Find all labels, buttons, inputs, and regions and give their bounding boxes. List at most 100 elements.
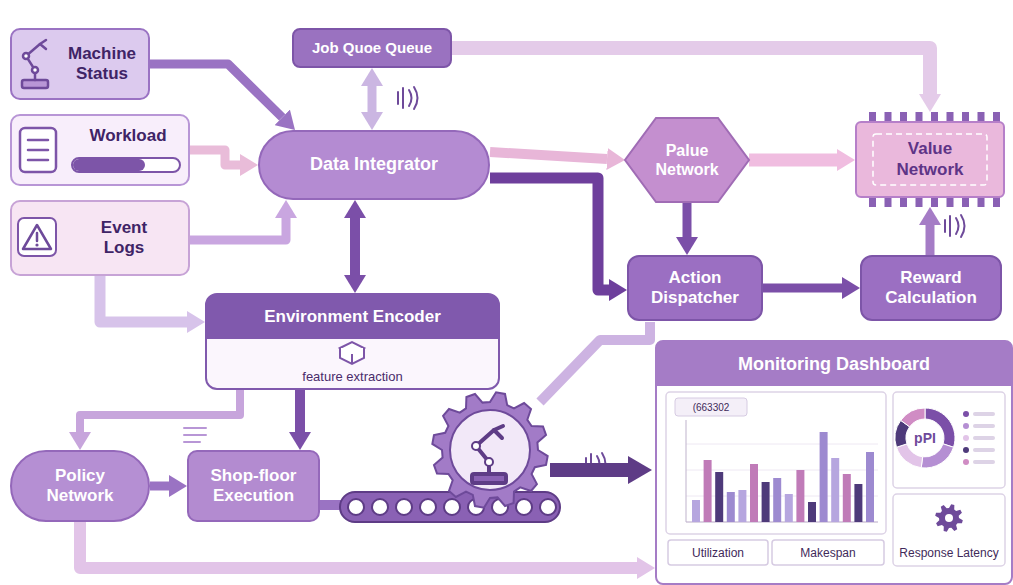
path-shape bbox=[40, 40, 46, 49]
process-box: Reward Calculation bbox=[860, 255, 1002, 321]
flow-arrow bbox=[190, 150, 240, 165]
rect-shape bbox=[72, 158, 180, 172]
node-title: Shop-floor Execution bbox=[198, 466, 310, 507]
process-box: Shop-floor Execution bbox=[187, 450, 320, 522]
document-icon bbox=[184, 428, 206, 442]
flow-arrow bbox=[490, 178, 609, 290]
flow-arrow bbox=[295, 390, 305, 432]
path-shape bbox=[494, 426, 503, 438]
node-title: Event Logs bbox=[84, 218, 164, 259]
key-dot bbox=[963, 447, 969, 453]
hexagon-node: Palue Network bbox=[625, 118, 749, 202]
flow-arrow bbox=[350, 218, 360, 275]
chart-bar bbox=[843, 474, 851, 522]
chip-node: Value Network bbox=[855, 112, 1005, 207]
flow-arrow bbox=[452, 48, 930, 94]
chart-bar bbox=[727, 492, 735, 522]
chart-bar bbox=[738, 490, 746, 522]
node-title: Job Quoe Queue bbox=[312, 39, 432, 57]
roller bbox=[372, 499, 388, 515]
tab-label: Response Latency bbox=[893, 540, 1005, 565]
path-shape bbox=[36, 233, 39, 241]
key-dot bbox=[963, 423, 969, 429]
node-title: Machine Status bbox=[62, 44, 142, 85]
node-title: Value Network bbox=[880, 139, 980, 180]
node-title: Policy Network bbox=[30, 466, 130, 507]
path-shape bbox=[686, 420, 878, 522]
path-shape bbox=[28, 140, 48, 160]
path-shape bbox=[686, 444, 878, 522]
circle-shape bbox=[450, 410, 530, 490]
chart-bar bbox=[762, 482, 770, 522]
path-shape bbox=[550, 463, 630, 477]
donut-segment bbox=[901, 408, 925, 427]
chart-bar bbox=[773, 478, 781, 522]
chart-bar bbox=[820, 432, 828, 522]
chart-panel bbox=[666, 392, 886, 534]
flow-arrow bbox=[190, 218, 286, 240]
key-dot bbox=[963, 435, 969, 441]
roller bbox=[420, 499, 436, 515]
dispatch-band bbox=[540, 322, 650, 402]
g-shape bbox=[472, 426, 506, 483]
rect-shape bbox=[73, 159, 145, 171]
output-arrow bbox=[550, 456, 652, 484]
g-shape bbox=[692, 432, 874, 522]
chart-bar bbox=[715, 472, 723, 522]
key-bar bbox=[973, 448, 995, 452]
progress-bar bbox=[72, 158, 180, 172]
chip-die bbox=[873, 134, 987, 185]
node-title: Environment Encoder bbox=[264, 295, 441, 339]
rect-shape bbox=[340, 492, 560, 522]
rect-shape bbox=[675, 398, 747, 416]
roller bbox=[348, 499, 364, 515]
path-shape bbox=[26, 44, 40, 80]
donut-segment bbox=[896, 444, 922, 468]
path-shape bbox=[351, 354, 353, 364]
flow-arrow bbox=[368, 86, 377, 112]
tab-label: Makespan bbox=[772, 540, 884, 565]
process-box: Job Quoe Queue bbox=[292, 28, 452, 68]
g-shape bbox=[895, 408, 955, 468]
g-shape bbox=[348, 499, 556, 515]
flow-arrow bbox=[100, 276, 187, 322]
path-shape bbox=[540, 322, 650, 402]
roller bbox=[444, 499, 460, 515]
node-title: Data Integrator bbox=[310, 154, 438, 176]
chart-bar bbox=[750, 464, 758, 522]
path-shape bbox=[476, 430, 494, 474]
flow-arrow bbox=[150, 482, 169, 491]
node-body: feature extraction bbox=[302, 369, 402, 385]
hexagon-shape bbox=[625, 118, 749, 202]
flow-arrow bbox=[490, 152, 607, 159]
circle-shape bbox=[23, 53, 29, 59]
conveyor bbox=[340, 492, 560, 522]
key-bar bbox=[973, 436, 995, 440]
path-shape bbox=[409, 87, 418, 109]
path-shape bbox=[398, 88, 403, 108]
latency-panel bbox=[893, 494, 1005, 566]
path-shape bbox=[628, 456, 652, 484]
gear-icon bbox=[935, 504, 963, 532]
rect-shape bbox=[18, 218, 56, 256]
flow-arrow bbox=[150, 64, 282, 117]
node-title: Palue Network bbox=[646, 141, 728, 179]
key-bar bbox=[973, 412, 995, 416]
donut-panel bbox=[893, 392, 1005, 488]
flow-arrow bbox=[683, 202, 692, 237]
chart-bar bbox=[808, 502, 816, 522]
tab-label: Utilization bbox=[668, 540, 768, 565]
donut-segment bbox=[925, 408, 955, 447]
node-title: Monitoring Dashboard bbox=[738, 342, 930, 386]
key-bar bbox=[973, 460, 995, 464]
node-title: Workload bbox=[89, 126, 166, 146]
feature-icon bbox=[340, 342, 364, 364]
rect-shape bbox=[666, 392, 886, 534]
chart-bar bbox=[785, 494, 793, 522]
process-box: Action Dispatcher bbox=[627, 255, 763, 321]
path-shape bbox=[340, 348, 364, 364]
key-bar bbox=[973, 424, 995, 428]
roller bbox=[396, 499, 412, 515]
flow-arrow bbox=[80, 522, 637, 568]
